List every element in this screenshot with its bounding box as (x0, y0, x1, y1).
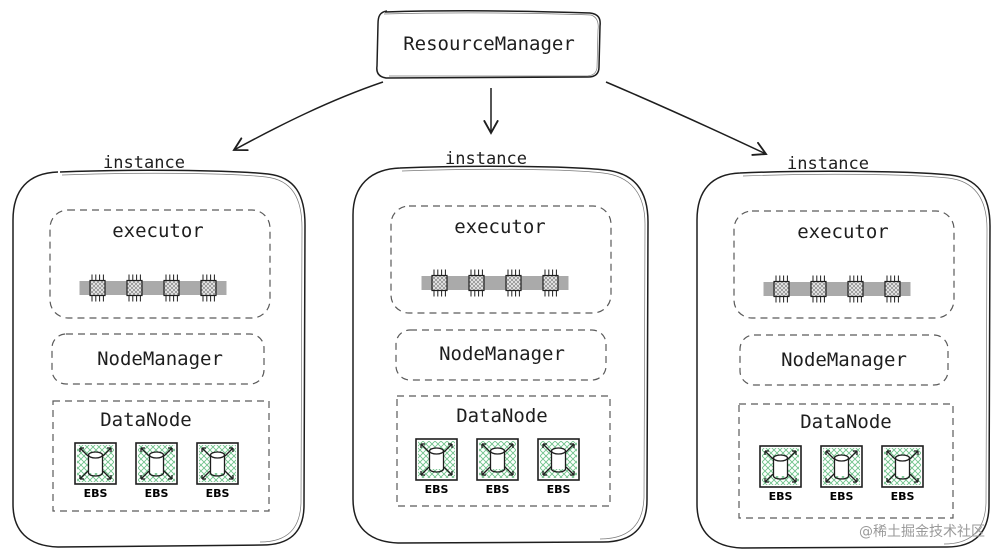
database-disk-icon (537, 438, 580, 481)
database-disk-icon (759, 445, 802, 488)
cpu-chip-icon (163, 274, 180, 302)
resource-manager-label: ResourceManager (403, 33, 575, 55)
executor-label: executor (112, 220, 204, 242)
cpu-chip-icon (200, 274, 217, 302)
instance-node: instance executor NodeManager DataNode E… (696, 154, 991, 549)
instance-node: instance executor NodeManager DataNode E… (12, 153, 306, 548)
ebs-disks: EBS EBS EBS (759, 445, 924, 503)
ebs-label: EBS (84, 487, 108, 500)
cpu-chip-icon (505, 269, 522, 297)
executor-box (390, 205, 612, 314)
node-manager-box (51, 333, 265, 385)
instance-label: instance (787, 154, 869, 174)
instance-label: instance (445, 149, 527, 169)
ebs-label: EBS (145, 487, 169, 500)
cpu-chip-icon (542, 269, 559, 297)
executor-box (733, 210, 955, 319)
ebs-label: EBS (425, 483, 449, 496)
ebs-label: EBS (206, 487, 230, 500)
cpu-chip-icon (810, 275, 827, 303)
ebs-disks: EBS EBS EBS (74, 442, 239, 500)
data-node-label: DataNode (456, 405, 548, 427)
cpu-chip-icon (773, 275, 790, 303)
ebs-label: EBS (830, 490, 854, 503)
data-node-box (52, 400, 270, 512)
data-node-label: DataNode (100, 409, 192, 431)
instance-frame (696, 170, 991, 549)
ebs-disks: EBS EBS EBS (415, 438, 580, 496)
database-disk-icon (74, 442, 117, 485)
database-disk-icon (820, 445, 863, 488)
executor-cpu-chips (421, 269, 569, 297)
ebs-label: EBS (486, 483, 510, 496)
cpu-chip-icon (431, 269, 448, 297)
arrow-to-instance-1 (232, 81, 384, 152)
cpu-chip-icon (884, 275, 901, 303)
executor-label: executor (454, 216, 546, 238)
executor-cpu-chips (79, 274, 227, 302)
node-manager-label: NodeManager (439, 343, 565, 365)
instance-frame (12, 169, 306, 548)
node-manager-label: NodeManager (97, 348, 223, 370)
executor-label: executor (797, 221, 889, 243)
database-disk-icon (881, 445, 924, 488)
node-manager-box (395, 329, 607, 381)
instance-label: instance (103, 153, 185, 173)
resource-manager-node: ResourceManager (376, 10, 601, 79)
cpu-chip-icon (126, 274, 143, 302)
database-disk-icon (135, 442, 178, 485)
database-disk-icon (415, 438, 458, 481)
instance-node: instance executor NodeManager DataNode E… (352, 149, 649, 544)
allocation-arrows (232, 81, 768, 156)
instance-frame (352, 165, 649, 544)
executor-cpu-chips (763, 275, 911, 303)
data-node-box (396, 395, 611, 507)
arrow-to-instance-3 (605, 81, 768, 156)
watermark: @稀土掘金技术社区 (859, 524, 985, 540)
ebs-label: EBS (891, 490, 915, 503)
cpu-chip-icon (847, 275, 864, 303)
database-disk-icon (476, 438, 519, 481)
node-manager-box (739, 334, 949, 386)
ebs-label: EBS (547, 483, 571, 496)
ebs-label: EBS (769, 490, 793, 503)
node-manager-label: NodeManager (781, 349, 907, 371)
data-node-box (738, 403, 954, 519)
cpu-chip-icon (468, 269, 485, 297)
data-node-label: DataNode (800, 411, 892, 433)
cpu-chip-icon (89, 274, 106, 302)
database-disk-icon (196, 442, 239, 485)
